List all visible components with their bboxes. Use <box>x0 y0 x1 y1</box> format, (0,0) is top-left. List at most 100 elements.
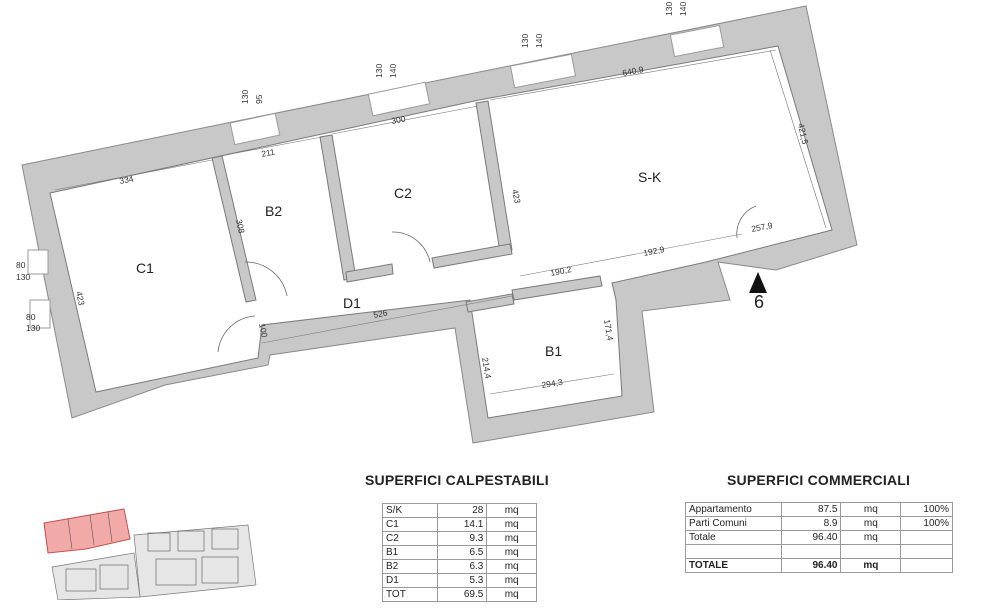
view-arrow-icon <box>749 272 767 293</box>
unit-cell: mq <box>840 558 902 573</box>
building-location-thumbnail <box>43 508 257 600</box>
value-cell: 96.40 <box>780 530 842 545</box>
dim-b1-width: 294,3 <box>541 377 564 390</box>
commerciali-title: SUPERFICI COMMERCIALI <box>727 472 911 488</box>
dim-b1-height-1: 171,4 <box>602 319 616 342</box>
dim-d1-width: 526 <box>372 307 388 320</box>
room-label-b1: B1 <box>545 343 562 359</box>
floor-plan: 334 423 211 308 300 640,9 421,5 423 190,… <box>16 2 858 444</box>
unit-cell: mq <box>486 545 537 560</box>
dim-sk-height-2: 423 <box>510 188 523 204</box>
room-cell: B1 <box>382 545 438 560</box>
partitions <box>211 100 603 313</box>
value-cell: 96.40 <box>780 558 842 573</box>
win-4-b: 130 <box>664 2 674 16</box>
unit-cell: mq <box>486 573 537 588</box>
win-5-b: 130 <box>16 272 30 282</box>
value-cell: 6.5 <box>436 545 488 560</box>
label-cell: TOTALE <box>685 558 782 573</box>
dimension-lines <box>54 49 827 395</box>
unit-cell: mq <box>840 530 902 545</box>
unit-cell: mq <box>486 531 537 546</box>
room-label-c2: C2 <box>394 185 412 201</box>
dim-sk-height: 421,5 <box>796 122 810 145</box>
dim-b2-height: 308 <box>234 218 247 234</box>
pct-cell: 100% <box>900 502 953 517</box>
win-2-a: 140 <box>388 64 398 78</box>
unit-cell: mq <box>486 587 537 602</box>
label-cell: Parti Comuni <box>685 516 782 531</box>
dim-c1-width: 334 <box>118 173 134 186</box>
value-cell: 9.3 <box>436 531 488 546</box>
dim-sk-bottom-2: 192,9 <box>642 244 665 258</box>
dim-sk-bottom-3: 257,9 <box>750 220 773 234</box>
dim-c2-width: 300 <box>390 113 406 126</box>
value-cell: 87.5 <box>780 502 842 517</box>
dim-b2-width: 211 <box>260 147 275 159</box>
pct-cell: 100% <box>900 516 953 531</box>
dim-c1-height: 423 <box>74 290 87 306</box>
win-3-b: 130 <box>520 34 530 48</box>
room-label-d1: D1 <box>343 295 361 311</box>
room-label-c1: C1 <box>136 260 154 276</box>
win-4-a: 140 <box>678 2 688 16</box>
value-cell: 5.3 <box>436 573 488 588</box>
room-cell: B2 <box>382 559 438 574</box>
unit-cell <box>840 544 902 559</box>
window-gaps <box>27 24 725 329</box>
win-2-b: 130 <box>374 64 384 78</box>
label-cell: Appartamento <box>685 502 782 517</box>
interior <box>49 45 833 419</box>
win-1-a: 95 <box>254 94 264 104</box>
room-cell: C2 <box>382 531 438 546</box>
door-swings <box>217 205 757 353</box>
dim-door-100: 100 <box>257 322 270 338</box>
unit-cell: mq <box>486 517 537 532</box>
commerciali-row <box>685 544 953 559</box>
label-cell: Totale <box>685 530 782 545</box>
unit-cell: mq <box>840 502 902 517</box>
value-cell: 28 <box>436 503 488 518</box>
win-6-b: 130 <box>26 323 40 333</box>
highlighted-unit <box>43 508 131 554</box>
value-cell: 6.3 <box>436 559 488 574</box>
value-cell: 14.1 <box>436 517 488 532</box>
value-cell: 69.5 <box>436 587 488 602</box>
room-cell: D1 <box>382 573 438 588</box>
unit-cell: mq <box>486 503 537 518</box>
view-number: 6 <box>754 292 764 312</box>
unit-cell: mq <box>840 516 902 531</box>
win-5-a: 80 <box>16 260 26 270</box>
value-cell <box>780 544 842 559</box>
pct-cell <box>900 530 953 545</box>
win-6-a: 80 <box>26 312 36 322</box>
room-cell: C1 <box>382 517 438 532</box>
dim-sk-width: 640,9 <box>621 64 644 78</box>
room-cell: S/K <box>382 503 438 518</box>
unit-cell: mq <box>486 559 537 574</box>
pct-cell <box>900 558 953 573</box>
value-cell: 8.9 <box>780 516 842 531</box>
win-1-b: 130 <box>240 90 250 104</box>
room-cell: TOT <box>382 587 438 602</box>
dim-b1-height-2: 214,4 <box>480 357 494 380</box>
pct-cell <box>900 544 953 559</box>
calpestabili-title: SUPERFICI CALPESTABILI <box>365 472 549 488</box>
room-label-b2: B2 <box>265 203 282 219</box>
label-cell <box>685 544 782 559</box>
win-3-a: 140 <box>534 34 544 48</box>
room-label-sk: S-K <box>638 169 662 185</box>
